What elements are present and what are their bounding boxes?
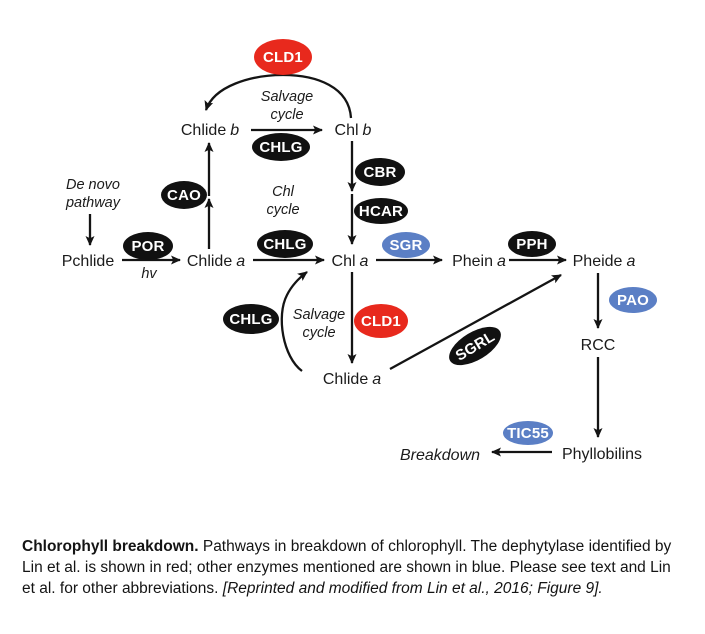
cld1-bottom-label: CLD1 — [361, 313, 401, 330]
node-pchlide-text: Pchlide — [62, 253, 115, 270]
cbr-label: CBR — [363, 164, 396, 181]
node-chl-a-suffix: a — [360, 253, 369, 270]
chlg-mid-oval — [257, 230, 313, 258]
label-chl-cycle-line2: cycle — [266, 202, 299, 218]
chlg-bottom-label: CHLG — [229, 311, 272, 328]
cao-oval — [161, 181, 207, 209]
label-salvage-cycle-bottom-line2: cycle — [302, 325, 335, 341]
node-chlide-a-suffix: a — [236, 253, 245, 270]
chlg-mid-label: CHLG — [263, 236, 306, 253]
node-pchlide: Pchlide — [62, 253, 115, 270]
chlg-top-oval — [252, 133, 310, 161]
hcar-label: HCAR — [359, 203, 403, 220]
label-de-novo-line1: De novo — [66, 177, 120, 193]
chlg-bottom-oval — [223, 304, 279, 334]
node-chlide-b-text: Chlide — [181, 122, 226, 139]
enzyme-chlg-bottom: CHLG — [223, 304, 279, 334]
chlg-top-label: CHLG — [259, 139, 302, 156]
por-label: POR — [131, 238, 164, 255]
node-chlide-a-bottom-text: Chlide — [323, 371, 368, 388]
enzyme-sgrl: SGRL — [449, 326, 501, 366]
label-hv: hv — [141, 266, 157, 282]
node-chlide-a-bottom-suffix: a — [372, 371, 381, 388]
tic55-label: TIC55 — [507, 425, 549, 442]
figure-caption: Chlorophyll breakdown. Pathways in break… — [22, 536, 684, 599]
label-salvage-cycle-top-line1: Salvage — [261, 89, 313, 105]
caption-title: Chlorophyll breakdown. — [22, 538, 199, 555]
sgr-label: SGR — [389, 237, 422, 254]
node-rcc-text: RCC — [581, 337, 616, 354]
node-breakdown: Breakdown — [400, 447, 480, 464]
node-rcc: RCC — [581, 337, 616, 354]
enzyme-sgr: SGR — [382, 232, 430, 258]
cao-label: CAO — [167, 187, 201, 204]
enzyme-cbr: CBR — [355, 158, 405, 186]
enzyme-pao: PAO — [609, 287, 657, 313]
enzyme-pph: PPH — [508, 231, 556, 257]
node-phein-a-text: Phein — [452, 253, 493, 270]
cld1-top-oval — [254, 39, 312, 75]
node-chl-a-text: Chl — [332, 253, 356, 270]
sgrl-oval — [449, 326, 501, 366]
pph-oval — [508, 231, 556, 257]
node-chl-b-suffix: b — [363, 122, 372, 139]
hcar-oval — [354, 198, 408, 224]
caption-citation: [Reprinted and modified from Lin et al.,… — [222, 580, 603, 598]
node-phyllobilins-text: Phyllobilins — [562, 446, 642, 463]
enzyme-tic55: TIC55 — [503, 421, 553, 445]
enzyme-por: POR — [123, 232, 173, 260]
enzyme-cld1-top: CLD1 — [254, 39, 312, 75]
label-de-novo-line2: pathway — [65, 195, 121, 211]
enzyme-cld1-bottom: CLD1 — [354, 304, 408, 338]
label-salvage-cycle-bottom-line1: Salvage — [293, 307, 345, 323]
enzyme-chlg-mid: CHLG — [257, 230, 313, 258]
annotation-labels: De novo pathway Salvage cycle Chl cycle … — [65, 89, 345, 341]
label-chl-cycle-line1: Chl — [272, 184, 295, 200]
node-pheide-a-suffix: a — [626, 253, 635, 270]
enzyme-hcar: HCAR — [354, 198, 408, 224]
arrows — [85, 73, 603, 457]
enzyme-chlg-top: CHLG — [252, 133, 310, 161]
caption-body: Pathways in breakdown of chlorophyll. Th… — [22, 538, 672, 598]
cld1-top-label: CLD1 — [263, 49, 303, 66]
arrow-chlide-a-to-pheide-a-diagonal — [389, 273, 562, 371]
cbr-oval — [355, 158, 405, 186]
pph-label: PPH — [516, 236, 547, 253]
arrow-salvage-curve-bottom — [280, 271, 308, 372]
pao-oval — [609, 287, 657, 313]
pao-label: PAO — [617, 292, 649, 309]
node-phyllobilins: Phyllobilins — [562, 446, 642, 463]
label-salvage-cycle-top-line2: cycle — [270, 107, 303, 123]
node-chlide-b-suffix: b — [230, 122, 239, 139]
por-oval — [123, 232, 173, 260]
node-chlide-a-text: Chlide — [187, 253, 232, 270]
tic55-oval — [503, 421, 553, 445]
sgr-oval — [382, 232, 430, 258]
node-breakdown-text: Breakdown — [400, 447, 480, 464]
node-chl-b-text: Chl — [335, 122, 359, 139]
node-phein-a-suffix: a — [497, 253, 506, 270]
cld1-bottom-oval — [354, 304, 408, 338]
enzyme-cao: CAO — [161, 181, 207, 209]
node-pheide-a-text: Pheide — [573, 253, 623, 270]
enzyme-ovals: CLD1 CHLG CAO POR CHLG CBR — [123, 39, 657, 445]
